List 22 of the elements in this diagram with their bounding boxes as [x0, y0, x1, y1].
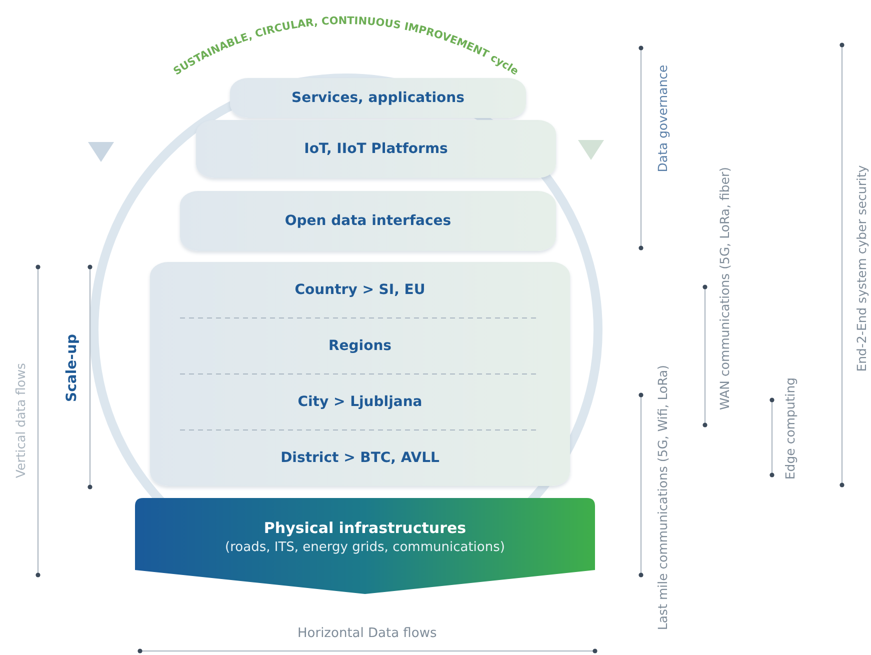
level-label: District > BTC, AVLL	[280, 450, 440, 466]
infrastructure-arrow-band	[135, 498, 595, 594]
bracket-label: Horizontal Data flows	[298, 626, 437, 641]
layer-band	[196, 120, 556, 178]
bracket-label: WAN communications (5G, LoRa, fiber)	[716, 166, 732, 410]
bracket-label: Vertical data flows	[12, 362, 28, 478]
layer-label: IoT, IIoT Platforms	[304, 141, 448, 157]
level-label: Country > SI, EU	[294, 282, 426, 298]
band-title: Physical infrastructures	[264, 519, 466, 537]
scale-levels-panel	[150, 262, 570, 486]
band-subtitle: (roads, ITS, energy grids, communications)	[225, 540, 505, 555]
bracket-label: Last mile communications (5G, Wifi, LoRa)	[654, 364, 670, 630]
layer-band	[230, 78, 526, 118]
level-label: Regions	[328, 338, 392, 354]
layer-label: Services, applications	[292, 90, 464, 106]
bracket-label: End-2-End system cyber security	[853, 164, 868, 372]
layer-band	[180, 191, 556, 251]
bracket-label: Edge computing	[782, 376, 798, 480]
scale-up-label: Scale-up	[64, 334, 80, 402]
level-label: City > Ljubljana	[298, 394, 422, 410]
bracket-label: Data governance	[654, 64, 670, 172]
layer-label: Open data interfaces	[284, 213, 452, 229]
